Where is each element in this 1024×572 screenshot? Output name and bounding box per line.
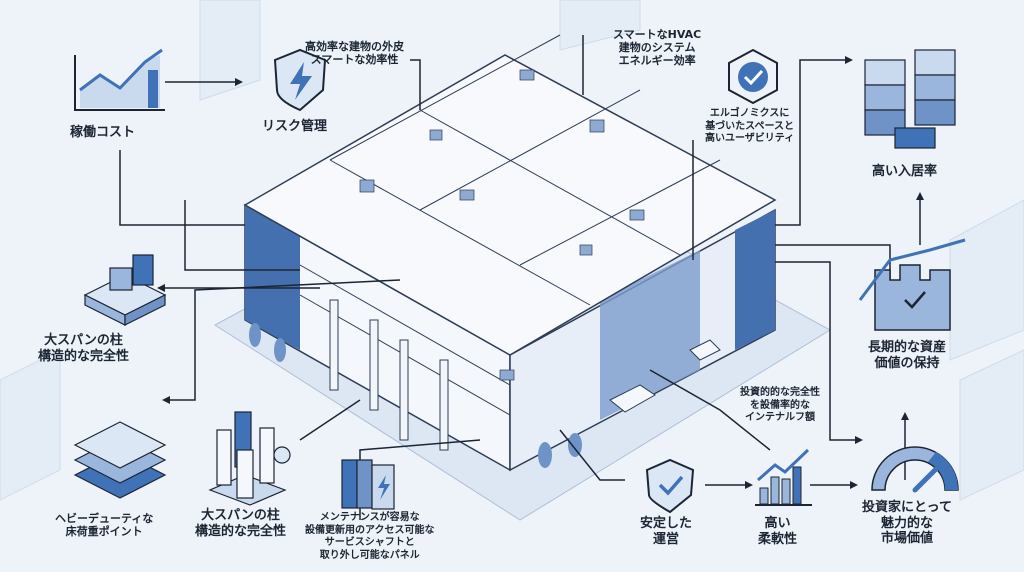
- label-line: 高いユーザビリティ: [705, 133, 795, 144]
- castle-growth-icon: [858, 238, 966, 331]
- column-bars-icon: [208, 411, 291, 506]
- label-line: 設備更新用のアクセス可能な: [305, 524, 435, 536]
- label-asset-value: 長期的な資産価値の保持: [868, 340, 946, 371]
- label-line: サービスシャフトと: [324, 537, 415, 548]
- background-buildings: [0, 0, 1024, 501]
- label-line: 取り外し可能なパネル: [319, 549, 420, 561]
- service-panel-icon: [341, 459, 395, 510]
- label-line: 魅力的な: [880, 515, 933, 531]
- label-investment-integrity: 投資的的な完全性を設備率的なインテナルフ額: [740, 387, 820, 425]
- connector-lines: [119, 35, 921, 520]
- label-line: 柔軟性: [758, 531, 798, 547]
- label-line: 大スパンの柱: [201, 508, 280, 523]
- label-line: 運営: [653, 531, 680, 547]
- floor-slab-stack-icon: [73, 421, 167, 499]
- label-line: 高い: [764, 516, 791, 531]
- facade-panel-front: [600, 250, 700, 420]
- label-heavy-duty: ヘビーデューティな床荷重ポイント: [55, 512, 153, 538]
- growth-bar-chart-icon: [755, 448, 812, 506]
- label-line: 基づいたスペースと: [705, 120, 794, 132]
- label-line: ヘビーデューティな: [55, 512, 154, 525]
- arrowheads: [157, 56, 924, 489]
- facade-panel-right: [735, 210, 775, 350]
- label-line: 構造的な完全性: [38, 348, 130, 364]
- label-line: 建物のシステム: [618, 41, 696, 55]
- label-line: エネルギー効率: [618, 54, 696, 68]
- structural-columns: [329, 299, 449, 451]
- interior-furniture: [359, 69, 645, 381]
- stacked-cubes-icon: [864, 49, 956, 149]
- label-stable-operation: 安定した運営: [640, 516, 692, 547]
- label-operating-cost: 稼働コスト: [70, 125, 136, 140]
- label-line: 安定した: [640, 516, 693, 531]
- label-line: 価値の保持: [874, 355, 940, 371]
- line-chart-icon: [74, 48, 165, 111]
- label-line: 構造的な完全性: [195, 523, 287, 539]
- label-line: スマートなHVAC: [613, 28, 702, 41]
- label-flexibility: 高い柔軟性: [758, 516, 797, 547]
- label-long-span-bottom: 大スパンの柱構造的な完全性: [195, 508, 286, 539]
- label-line: スマートな効率性: [310, 53, 399, 67]
- gauge-icon: [871, 446, 959, 493]
- label-line: エルゴノミクスに: [709, 108, 790, 119]
- label-market-value: 投資家にとって魅力的な市場価値: [862, 500, 952, 547]
- label-line: 投資家にとって: [862, 500, 952, 515]
- label-line: 高効率な建物の外皮: [305, 40, 404, 53]
- shield-lightning-icon: [273, 48, 327, 112]
- roof-floor: [243, 54, 777, 356]
- label-envelope: 高効率な建物の外皮スマートな効率性: [305, 40, 404, 66]
- label-line: インテナルフ額: [745, 412, 815, 423]
- label-line: メンテナンスが容易な: [319, 512, 420, 523]
- label-line: 長期的な資産: [868, 340, 947, 355]
- shield-check-icon: [645, 458, 695, 514]
- facade-panel-left: [245, 205, 300, 350]
- label-line: を設備率的な: [750, 399, 810, 411]
- label-ergonomics: エルゴノミクスに基づいたスペースと高いユーザビリティ: [705, 108, 794, 146]
- label-line: 投資的的な完全性: [740, 387, 820, 398]
- label-line: 大スパンの柱: [44, 333, 123, 348]
- label-line: 床荷重ポイント: [65, 525, 143, 539]
- delivery-truck: [609, 339, 721, 413]
- label-occupancy: 高い入居率: [872, 164, 938, 179]
- label-risk-management: リスク管理: [262, 119, 328, 134]
- label-line: 市場価値: [880, 531, 933, 547]
- hexagon-check-icon: [728, 48, 778, 105]
- isometric-blocks-icon: [83, 254, 167, 326]
- label-long-span-left: 大スパンの柱構造的な完全性: [38, 333, 129, 364]
- trees: [249, 323, 582, 468]
- label-maintenance: メンテナンスが容易な設備更新用のアクセス可能なサービスシャフトと取り外し可能なパ…: [305, 512, 435, 562]
